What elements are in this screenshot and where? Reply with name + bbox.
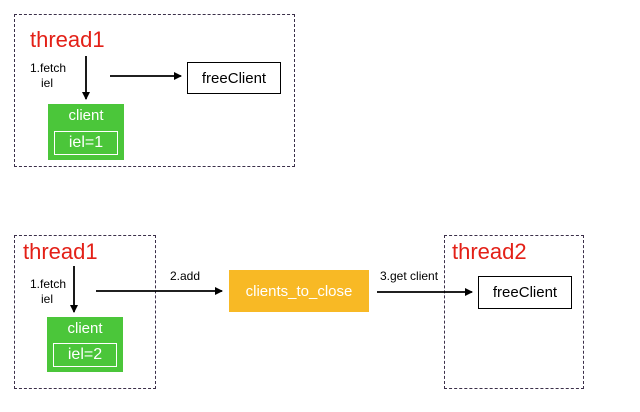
fetch-label-line1: 1.fetch: [30, 277, 67, 291]
client-title: client: [67, 320, 103, 337]
fetch-label-line1: 1.fetch: [30, 61, 67, 75]
thread2-frame: [444, 235, 584, 389]
fetch-iel-label-bottom: 1.fetch iel: [30, 277, 67, 307]
thread1-bottom-frame: [14, 235, 156, 389]
thread2-label: thread2: [452, 239, 527, 264]
client-box-bottom: client iel=2: [47, 317, 123, 372]
fetch-label-line2: iel: [40, 76, 53, 90]
client-iel-value: iel=2: [53, 343, 117, 367]
client-box-top: client iel=1: [48, 104, 124, 160]
thread1-top-label: thread1: [30, 27, 105, 52]
client-title: client: [68, 107, 104, 124]
thread1-bottom-label: thread1: [23, 239, 98, 264]
get-client-label: 3.get client: [380, 269, 439, 283]
fetch-label-line2: iel: [40, 292, 53, 306]
clients-to-close-queue: clients_to_close: [229, 270, 369, 312]
add-label: 2.add: [170, 269, 201, 283]
fetch-iel-label-top: 1.fetch iel: [30, 61, 67, 91]
freeclient-box-top: freeClient: [187, 62, 281, 94]
freeclient-box-bottom: freeClient: [478, 276, 572, 309]
thread1-top-frame: [14, 14, 295, 167]
client-iel-value: iel=1: [54, 131, 118, 155]
